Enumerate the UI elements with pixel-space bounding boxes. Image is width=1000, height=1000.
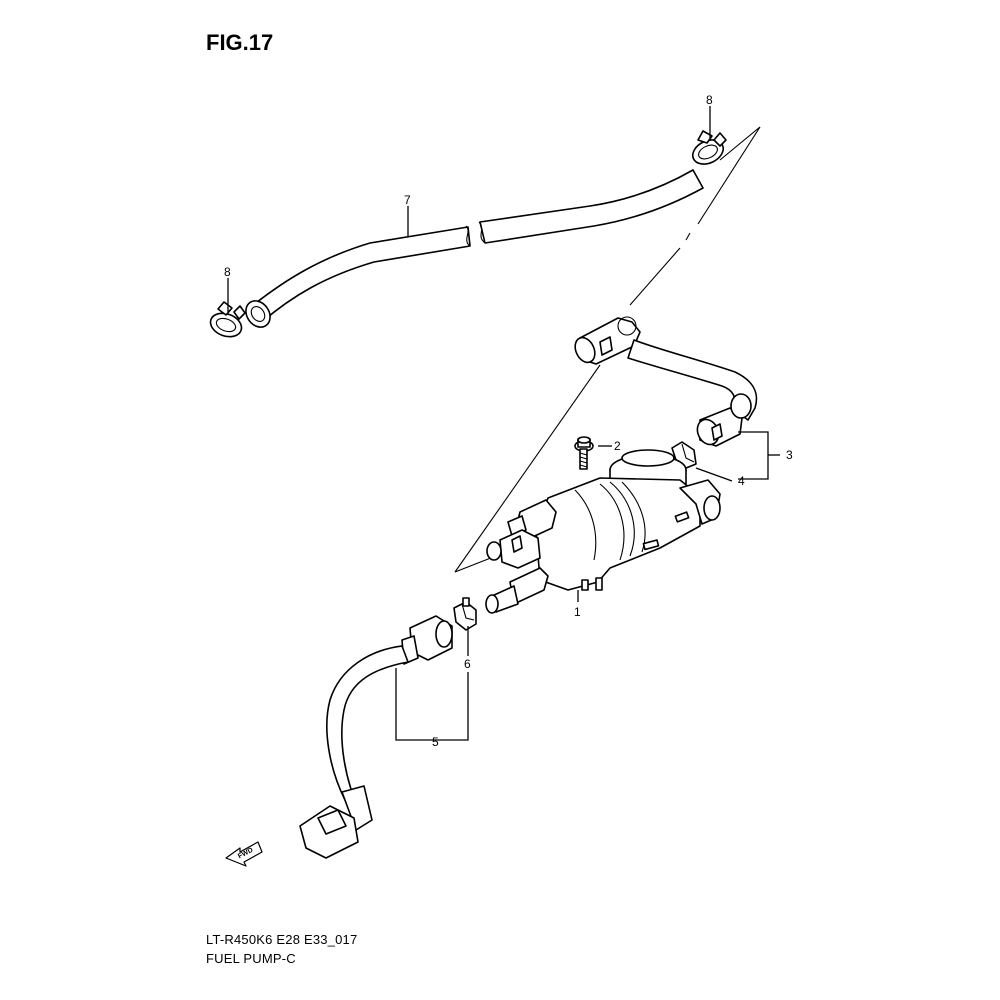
hose-clamp-8-upper[interactable]	[689, 130, 727, 169]
diagram-name: FUEL PUMP-C	[206, 951, 296, 966]
fuel-pump-1[interactable]	[485, 449, 721, 614]
hose-clamp-8-lower[interactable]	[207, 301, 246, 341]
callout-8-lower: 8	[224, 265, 231, 279]
figure-title: FIG.17	[206, 30, 274, 55]
callout-7: 7	[404, 193, 411, 207]
fuel-hose-7[interactable]	[241, 169, 704, 332]
fuel-hose-assembly-5[interactable]	[299, 615, 453, 859]
hose-clip-6[interactable]	[453, 597, 477, 631]
fwd-arrow-icon: FWD	[225, 841, 263, 867]
bolt-2[interactable]	[574, 436, 594, 470]
diagram-code: LT-R450K6 E28 E33_017	[206, 932, 358, 947]
callout-1: 1	[574, 605, 581, 619]
callout-3: 3	[786, 448, 793, 462]
callout-6: 6	[464, 657, 471, 671]
callout-8-upper: 8	[706, 93, 713, 107]
fuel-hose-assembly-3[interactable]	[571, 316, 758, 448]
callout-4: 4	[738, 474, 745, 488]
callout-5: 5	[432, 735, 439, 749]
callout-2: 2	[614, 439, 621, 453]
